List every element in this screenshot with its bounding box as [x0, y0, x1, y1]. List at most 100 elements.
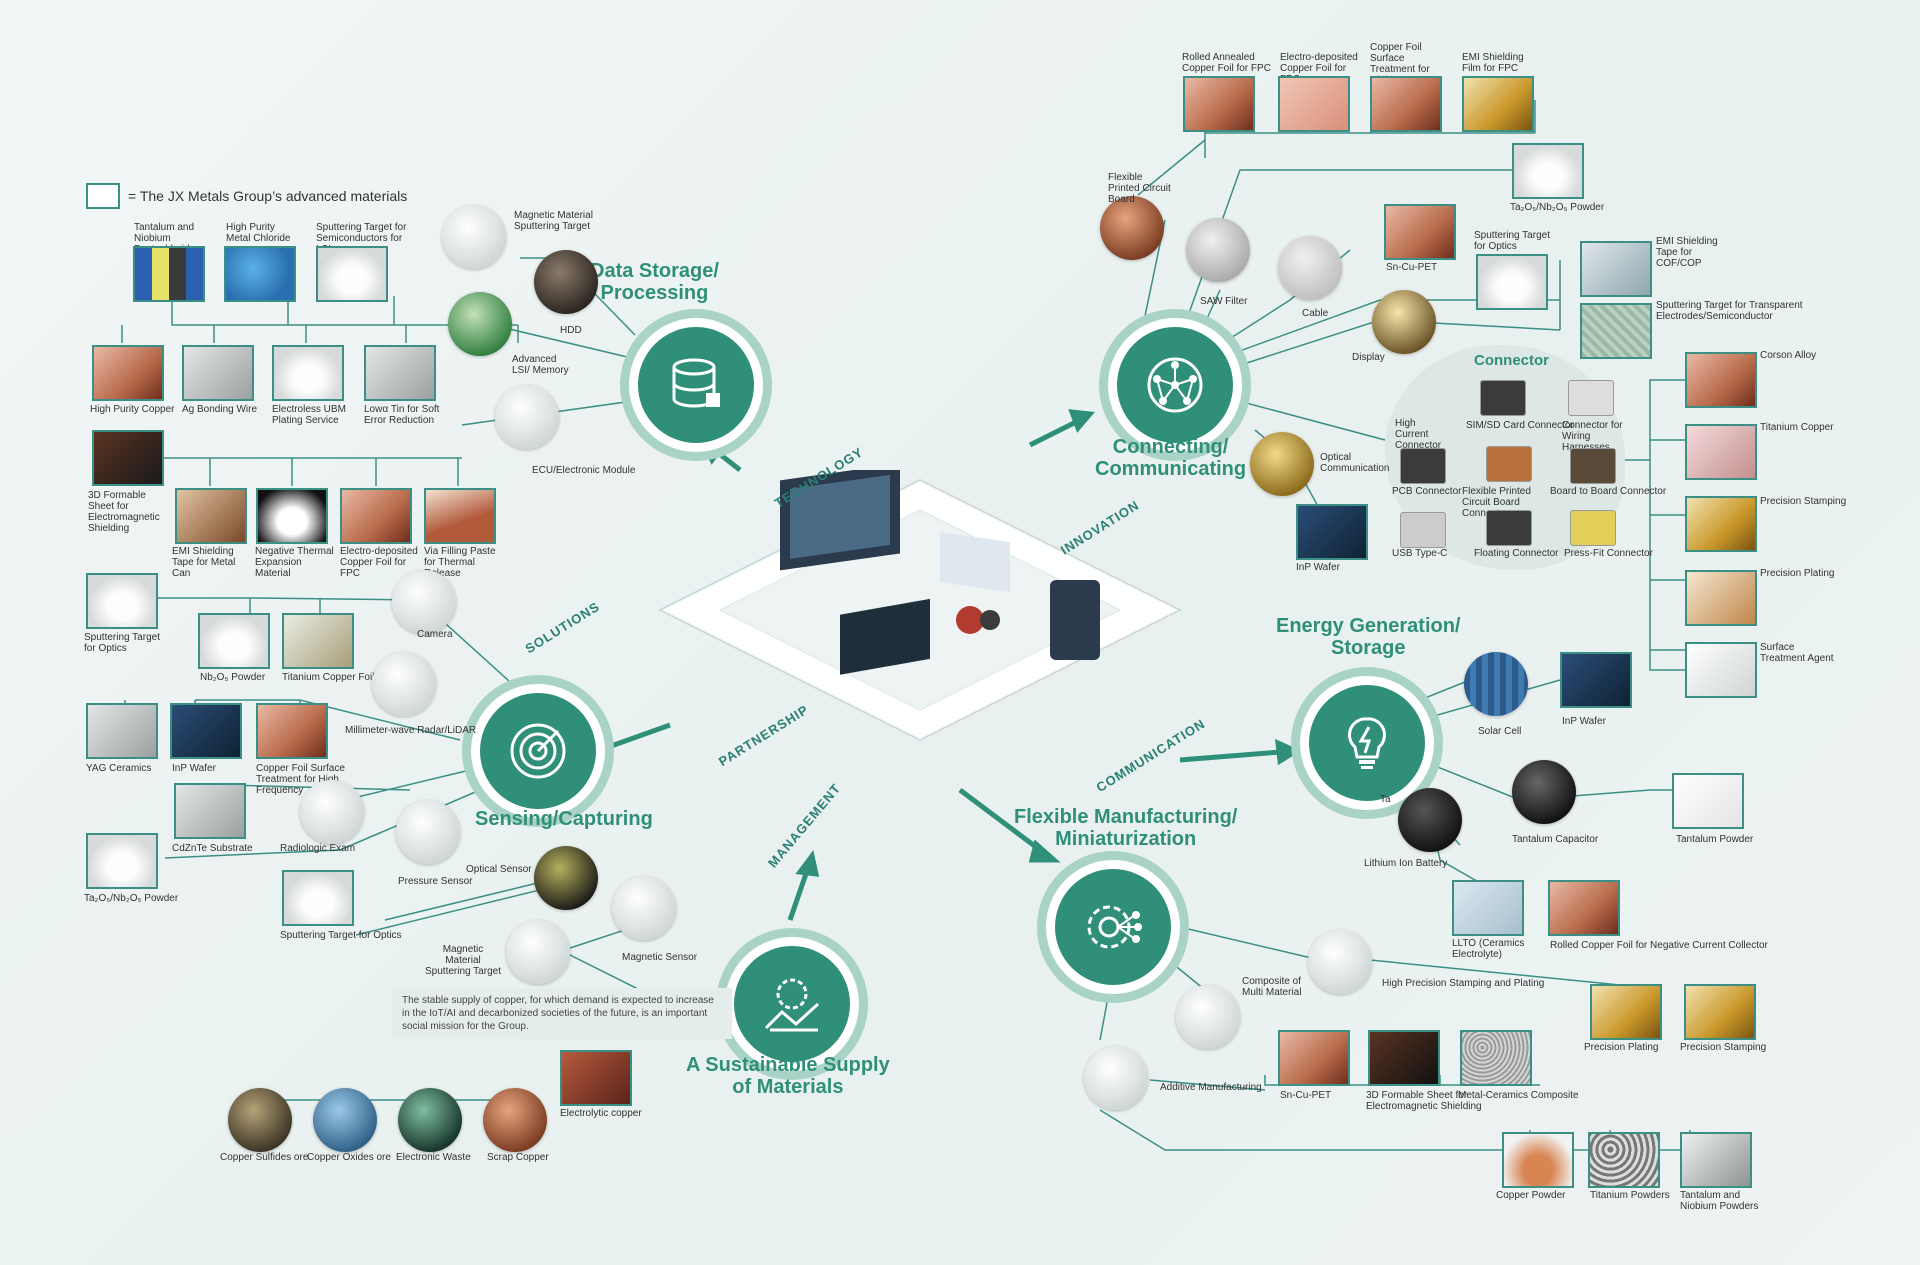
bubble-copper-oxides[interactable]	[313, 1088, 377, 1152]
card-tantalum-pentachlorides[interactable]	[133, 246, 205, 302]
card-ed-copper-fpc-top[interactable]	[1278, 76, 1350, 132]
card-formable-sheet-left[interactable]	[92, 430, 164, 486]
bubble-cable[interactable]	[1278, 236, 1342, 300]
bubble-pressure-sensor[interactable]	[396, 800, 460, 864]
label-mmwave: Millimeter-wave Radar/LiDAR	[345, 725, 477, 736]
card-precision-stamping-bottom[interactable]	[1684, 984, 1756, 1040]
card-rolled-annealed[interactable]	[1183, 76, 1255, 132]
label-electronic-waste: Electronic Waste	[396, 1152, 471, 1163]
card-negative-thermal[interactable]	[256, 488, 328, 544]
card-precision-plating-bottom[interactable]	[1590, 984, 1662, 1040]
card-sn-cu-pet-bottom[interactable]	[1278, 1030, 1350, 1086]
card-high-purity-copper[interactable]	[92, 345, 164, 401]
hub-flexible[interactable]	[1046, 860, 1180, 994]
card-titanium-powders[interactable]	[1588, 1132, 1660, 1188]
hub-sensing[interactable]	[471, 684, 605, 818]
chip-board-to-board[interactable]	[1570, 448, 1616, 484]
card-sputtering-optics-left[interactable]	[86, 573, 158, 629]
card-sputtering-target-lsi[interactable]	[316, 246, 388, 302]
card-tantalum-powder[interactable]	[1672, 773, 1744, 829]
card-precision-plating-right[interactable]	[1685, 570, 1757, 626]
bubble-additive[interactable]	[1084, 1046, 1148, 1110]
card-copper-foil-hf-left[interactable]	[256, 703, 328, 759]
card-emi-film-fpc[interactable]	[1462, 76, 1534, 132]
card-cdznte[interactable]	[174, 783, 246, 839]
bubble-camera[interactable]	[392, 570, 456, 634]
card-emi-tape-cof[interactable]	[1580, 241, 1652, 297]
card-rolled-copper-negative[interactable]	[1548, 880, 1620, 936]
chip-sim-sd[interactable]	[1480, 380, 1526, 416]
card-high-purity-metal-chloride[interactable]	[224, 246, 296, 302]
hub-energy[interactable]	[1300, 676, 1434, 810]
chip-pcb-connector[interactable]	[1400, 448, 1446, 484]
card-nb2o5[interactable]	[198, 613, 270, 669]
label-llto: LLTO (Ceramics Electrolyte)	[1452, 938, 1525, 960]
chip-floating[interactable]	[1486, 510, 1532, 546]
card-sn-cu-pet-top[interactable]	[1384, 204, 1456, 260]
card-precision-stamping-right[interactable]	[1685, 496, 1757, 552]
card-via-filling[interactable]	[424, 488, 496, 544]
card-sputtering-transparent[interactable]	[1580, 303, 1652, 359]
label-sputtering-optics-left: Sputtering Target for Optics	[84, 632, 160, 654]
card-ta-nb-powders[interactable]	[1680, 1132, 1752, 1188]
bubble-optical-comm[interactable]	[1250, 432, 1314, 496]
bubble-lithium-ion[interactable]	[1398, 788, 1462, 852]
chip-usb-c[interactable]	[1400, 512, 1446, 548]
label-copper-sulfides: Copper Sulfides ore	[220, 1152, 309, 1163]
bubble-mmwave[interactable]	[372, 652, 436, 716]
card-corson[interactable]	[1685, 352, 1757, 408]
card-ta2o5-top[interactable]	[1512, 143, 1584, 199]
bubble-magnetic-sputtering-top[interactable]	[442, 205, 506, 269]
label-solar-cell: Solar Cell	[1478, 726, 1522, 737]
label-electroless-ubm: Electroless UBM Plating Service	[272, 404, 346, 426]
bubble-tantalum-capacitor[interactable]	[1512, 760, 1576, 824]
hub-supply[interactable]	[725, 937, 859, 1071]
bubble-optical-sensor[interactable]	[534, 846, 598, 910]
card-electrolytic-copper[interactable]	[560, 1050, 632, 1106]
bubble-saw-filter[interactable]	[1186, 218, 1250, 282]
bubble-scrap-copper[interactable]	[483, 1088, 547, 1152]
bubble-electronic-waste[interactable]	[398, 1088, 462, 1152]
card-electroless-ubm[interactable]	[272, 345, 344, 401]
hub-connecting[interactable]	[1108, 318, 1242, 452]
card-ag-bonding-wire[interactable]	[182, 345, 254, 401]
bubble-advanced-lsi[interactable]	[448, 292, 512, 356]
hub-data-storage[interactable]	[629, 318, 763, 452]
bubble-display[interactable]	[1372, 290, 1436, 354]
bubble-magnetic-sensor[interactable]	[612, 876, 676, 940]
legend-swatch	[86, 183, 120, 209]
bubble-ecu[interactable]	[495, 385, 559, 449]
card-metal-ceramics[interactable]	[1460, 1030, 1532, 1086]
label-sim-sd: SIM/SD Card Connector	[1466, 420, 1574, 431]
bubble-copper-sulfides[interactable]	[228, 1088, 292, 1152]
card-emi-tape-metal-can[interactable]	[175, 488, 247, 544]
chip-fpc-connector[interactable]	[1486, 446, 1532, 482]
chip-wiring-harness[interactable]	[1568, 380, 1614, 416]
card-ed-copper-fpc-left[interactable]	[340, 488, 412, 544]
card-sputtering-optics-right[interactable]	[1476, 254, 1548, 310]
card-inp-wafer-left[interactable]	[170, 703, 242, 759]
bubble-hdd[interactable]	[534, 250, 598, 314]
card-inp-wafer-mid[interactable]	[1296, 504, 1368, 560]
card-surface-treatment[interactable]	[1685, 642, 1757, 698]
card-formable-sheet-bottom[interactable]	[1368, 1030, 1440, 1086]
bubble-magnetic-sputtering-bottom[interactable]	[506, 920, 570, 984]
bubble-high-precision[interactable]	[1308, 930, 1372, 994]
label-copper-oxides: Copper Oxides ore	[307, 1152, 391, 1163]
label-high-current: High Current Connector	[1395, 418, 1442, 451]
bubble-radiologic[interactable]	[300, 780, 364, 844]
card-inp-wafer-energy[interactable]	[1560, 652, 1632, 708]
card-sputtering-optics-bottom[interactable]	[282, 870, 354, 926]
card-llto[interactable]	[1452, 880, 1524, 936]
card-yag[interactable]	[86, 703, 158, 759]
card-copper-foil-hf-top[interactable]	[1370, 76, 1442, 132]
card-ta2o5-left[interactable]	[86, 833, 158, 889]
card-titanium-copper-foil[interactable]	[282, 613, 354, 669]
bubble-solar-cell[interactable]	[1464, 652, 1528, 716]
bubble-composite-multi[interactable]	[1176, 985, 1240, 1049]
bubble-fpc[interactable]	[1100, 196, 1164, 260]
card-titanium-copper[interactable]	[1685, 424, 1757, 480]
card-low-alpha-tin[interactable]	[364, 345, 436, 401]
chip-press-fit[interactable]	[1570, 510, 1616, 546]
card-copper-powder[interactable]	[1502, 1132, 1574, 1188]
